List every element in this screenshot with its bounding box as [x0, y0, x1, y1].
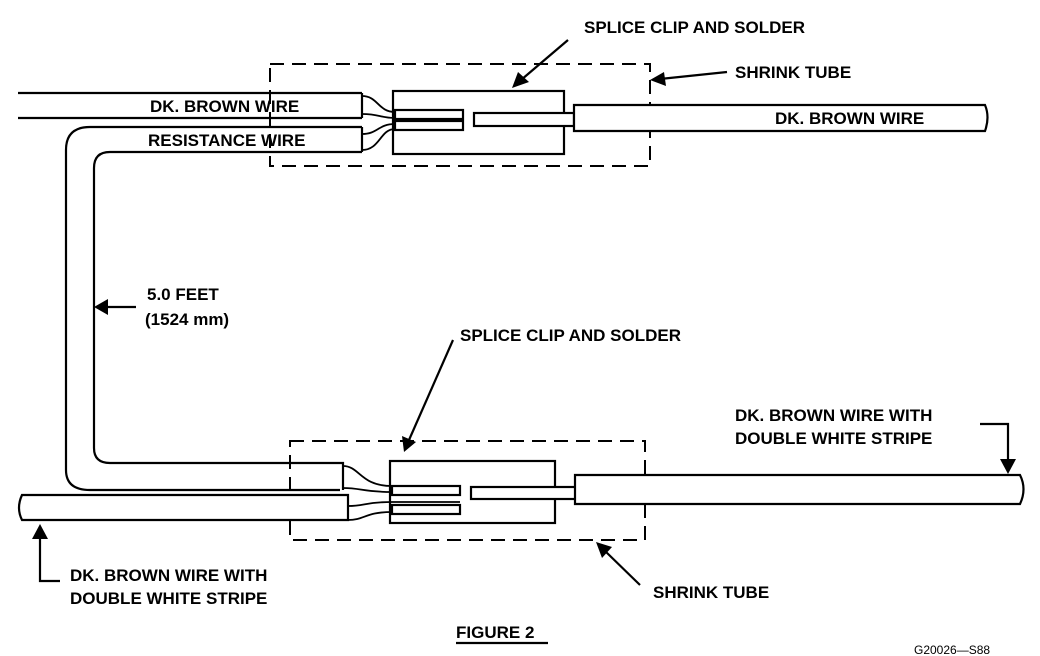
splice-terminal-right-top [472, 111, 576, 128]
label-splice-top: SPLICE CLIP AND SOLDER [584, 18, 805, 37]
arrow-striped-right [1000, 459, 1016, 474]
label-dk-brown-left-top: DK. BROWN WIRE [150, 97, 299, 116]
figure-code: G20026—S88 [914, 643, 990, 656]
splice-clip-pin-bottom-2 [390, 503, 462, 516]
label-dk-brown-right-top: DK. BROWN WIRE [775, 109, 924, 128]
figure-title: FIGURE 2 [456, 623, 534, 642]
label-striped-right-1: DK. BROWN WIRE WITH [735, 406, 932, 425]
label-striped-left-1: DK. BROWN WIRE WITH [70, 566, 267, 585]
splice-clip-pin-top-1 [393, 108, 465, 121]
splice-clip-pin-top-2 [393, 119, 465, 132]
resistance-wire-bottom-end [290, 461, 345, 490]
dk-brown-striped-wire-left [17, 493, 350, 522]
wire-leads-bottom [342, 465, 460, 521]
label-shrink-top: SHRINK TUBE [735, 63, 851, 82]
label-resistance-wire: RESISTANCE WIRE [148, 131, 305, 150]
arrow-striped-left [32, 524, 48, 539]
arrow-splice-bottom [402, 436, 416, 452]
dk-brown-striped-wire-right [573, 473, 1025, 506]
label-length-mm: (1524 mm) [145, 310, 229, 329]
splice-clip-pin-bottom-1 [390, 484, 462, 497]
label-shrink-bottom: SHRINK TUBE [653, 583, 769, 602]
wire-leads-top [361, 95, 463, 151]
label-striped-right-2: DOUBLE WHITE STRIPE [735, 429, 932, 448]
arrow-splice-top [512, 72, 529, 88]
label-striped-left-2: DOUBLE WHITE STRIPE [70, 589, 267, 608]
dk-brown-wire-right-top [572, 103, 989, 133]
label-length-feet: 5.0 FEET [147, 285, 219, 304]
arrow-length [94, 299, 108, 315]
resistance-wire [64, 125, 362, 492]
arrow-shrink-top [650, 72, 666, 86]
splice-terminal-right-bottom [469, 485, 578, 501]
label-splice-bottom: SPLICE CLIP AND SOLDER [460, 326, 681, 345]
arrow-shrink-bottom [596, 542, 612, 558]
resistance-wire-inner [92, 150, 362, 465]
